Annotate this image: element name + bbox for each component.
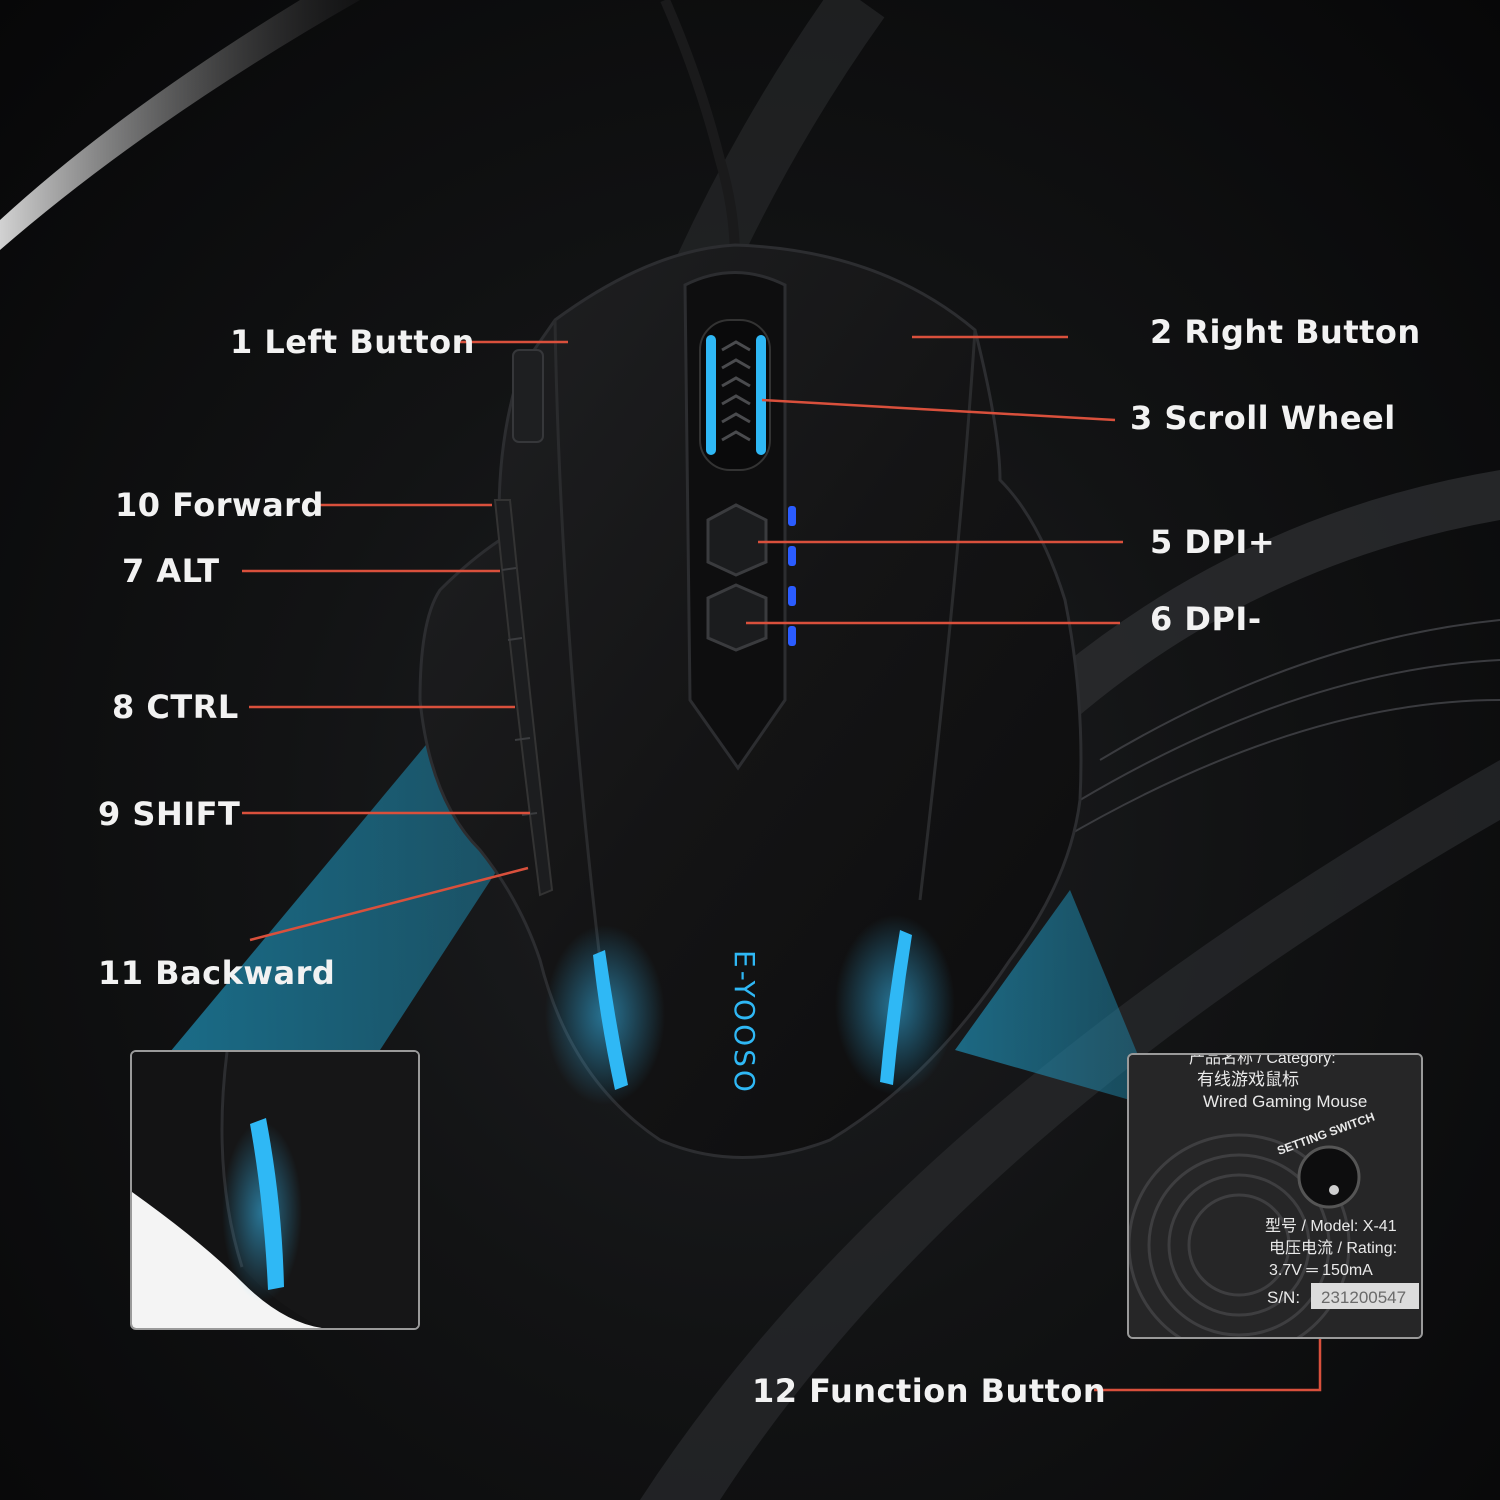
inset-side-led-closeup [130,1050,420,1330]
inset-sticker-closeup: 产品名称 / Category: 有线游戏鼠标 Wired Gaming Mou… [1127,1053,1423,1339]
sticker-rating-label: 电压电流 / Rating: [1269,1239,1397,1257]
label-right-button: 2 Right Button [1150,313,1421,351]
dpi-buttons[interactable] [706,503,768,652]
label-ctrl: 8 CTRL [112,688,239,726]
highlight-beam-right [955,890,1140,1100]
sticker-model: 型号 / Model: X-41 [1265,1217,1397,1235]
label-shift: 9 SHIFT [98,795,241,833]
dpi-indicator-icon [788,506,796,646]
label-alt: 7 ALT [122,552,220,590]
sticker-rating-value: 3.7V ═ 150mA [1269,1262,1373,1279]
mouse-cable [660,0,740,261]
scroll-wheel-icon[interactable] [699,319,771,471]
brand-logo: E-YOOSO [728,950,761,1095]
setting-switch-icon[interactable] [1297,1145,1361,1209]
sticker-illustration: 产品名称 / Category: 有线游戏鼠标 Wired Gaming Mou… [1129,1055,1421,1337]
led-strips [545,915,955,1105]
highlight-beam-left [170,740,520,1052]
label-backward: 11 Backward [98,954,336,992]
brand-logo-text: E-YOOSO [728,950,761,1095]
sticker-category-cn: 有线游戏鼠标 [1197,1070,1299,1089]
label-function-button: 12 Function Button [752,1372,1107,1410]
sticker-category-en: Wired Gaming Mouse [1203,1092,1367,1111]
label-forward: 10 Forward [115,486,324,524]
label-scroll-wheel: 3 Scroll Wheel [1130,399,1396,437]
sticker-sn-value: 231200547 [1321,1288,1406,1307]
sticker-sn-label: S/N: [1267,1288,1300,1307]
label-dpi-plus: 5 DPI+ [1150,523,1276,561]
leader-lines [242,335,1322,1392]
label-dpi-minus: 6 DPI- [1150,600,1262,638]
inset-side-led-illustration [132,1052,418,1328]
sticker-category-line: 产品名称 / Category: [1189,1055,1336,1067]
label-left-button: 1 Left Button [230,323,475,361]
